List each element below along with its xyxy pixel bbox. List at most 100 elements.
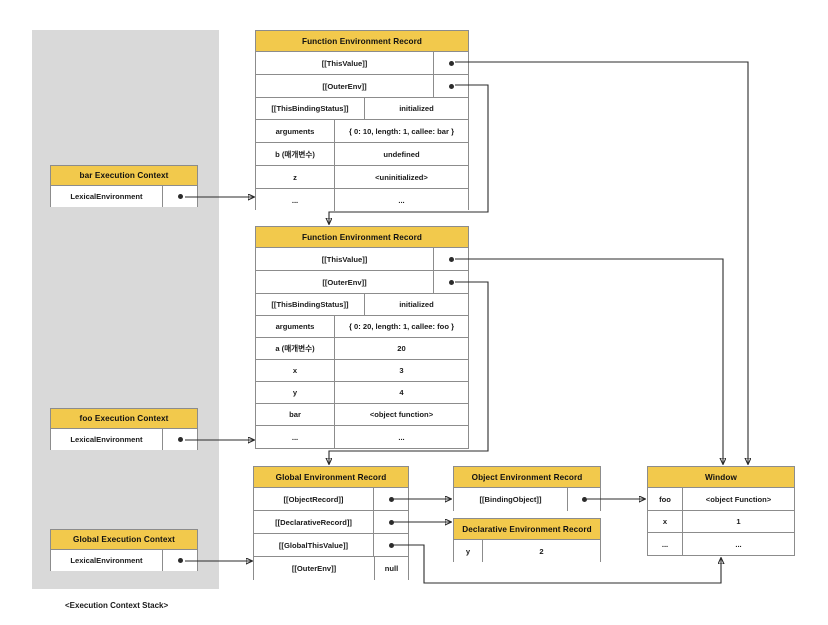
table-row: z <uninitialized> <box>256 166 468 189</box>
bar-row-key: z <box>293 172 297 182</box>
wire-bar-this-value-to-window <box>455 61 748 464</box>
foo-row-key: y <box>292 388 298 397</box>
bar-execution-context-title: bar Execution Context <box>51 166 197 186</box>
table-row: arguments { 0: 20, length: 1, callee: fo… <box>256 316 468 338</box>
table-row: LexicalEnvironment <box>51 429 197 450</box>
bar-this-value-label: [[ThisValue]] <box>321 58 368 68</box>
global-outer-env-label: [[OuterEnv]] <box>291 564 337 573</box>
global-this-value-pointer <box>373 534 408 556</box>
pointer-dot-icon <box>388 519 394 525</box>
foo-function-environment-record-box: Function Environment Record [[ThisValue]… <box>255 226 469 449</box>
table-row: [[OuterEnv]] <box>256 75 468 98</box>
foo-this-value-label: [[ThisValue]] <box>321 254 368 264</box>
bar-row-key: ... <box>291 195 299 205</box>
global-execution-context-box: Global Execution Context LexicalEnvironm… <box>50 529 198 571</box>
global-environment-record-box: Global Environment Record [[ObjectRecord… <box>253 466 409 580</box>
table-row: b (매개변수) undefined <box>256 143 468 166</box>
declarative-row-key: y <box>465 546 471 556</box>
bar-row-value: ... <box>334 189 468 211</box>
bar-row-value: { 0: 10, length: 1, callee: bar } <box>334 120 468 142</box>
table-row: [[ThisValue]] <box>256 248 468 271</box>
table-row: [[OuterEnv]] null <box>254 557 408 580</box>
pointer-dot-icon <box>448 279 454 285</box>
bar-row-key: b (매개변수) <box>275 149 315 159</box>
window-row-value: 1 <box>682 511 794 532</box>
foo-row-value: 20 <box>334 338 468 359</box>
pointer-dot-icon <box>388 496 394 502</box>
bar-row-value: initialized <box>364 98 468 119</box>
foo-row-value: initialized <box>364 294 468 315</box>
object-environment-record-title: Object Environment Record <box>454 467 600 488</box>
table-row: [[ThisBindingStatus]] initialized <box>256 98 468 120</box>
foo-row-value: 3 <box>334 360 468 381</box>
pointer-dot-icon <box>177 558 183 563</box>
foo-row-key: ... <box>291 432 299 442</box>
window-object-title: Window <box>648 467 794 488</box>
foo-row-value: 4 <box>334 382 468 403</box>
global-declarative-record-pointer <box>373 511 408 533</box>
window-row-key: foo <box>659 494 671 504</box>
foo-row-key: a (매개변수) <box>275 344 315 353</box>
foo-row-key: arguments <box>275 322 315 331</box>
pointer-dot-icon <box>448 60 454 66</box>
window-object-box: Window foo <object Function> x 1 ... ... <box>647 466 795 556</box>
window-row-key: ... <box>661 539 669 549</box>
wire-foo-this-value-to-window <box>455 258 723 464</box>
bar-execution-context-box: bar Execution Context LexicalEnvironment <box>50 165 198 207</box>
window-row-value: <object Function> <box>682 488 794 510</box>
pointer-dot-icon <box>448 256 454 262</box>
bar-row-value: undefined <box>334 143 468 165</box>
global-lexical-environment-pointer <box>162 550 197 571</box>
foo-execution-context-box: foo Execution Context LexicalEnvironment <box>50 408 198 450</box>
bar-row-value: <uninitialized> <box>334 166 468 188</box>
table-row: y 4 <box>256 382 468 404</box>
declarative-row-value: 2 <box>482 540 600 562</box>
foo-row-key: x <box>292 366 298 375</box>
table-row: x 1 <box>648 511 794 533</box>
global-object-record-label: [[ObjectRecord]] <box>283 494 344 504</box>
pointer-dot-icon <box>177 194 183 199</box>
table-row: arguments { 0: 10, length: 1, callee: ba… <box>256 120 468 143</box>
bar-function-environment-record-title: Function Environment Record <box>256 31 468 52</box>
bar-function-environment-record-box: Function Environment Record [[ThisValue]… <box>255 30 469 211</box>
foo-row-key: [[ThisBindingStatus]] <box>271 300 349 309</box>
table-row: [[DeclarativeRecord]] <box>254 511 408 534</box>
foo-lexical-environment-pointer <box>162 429 197 450</box>
table-row: ... ... <box>256 189 468 211</box>
binding-object-label: [[BindingObject]] <box>479 495 542 504</box>
table-row: [[BindingObject]] <box>454 488 600 511</box>
foo-this-value-pointer <box>433 248 468 270</box>
declarative-environment-record-title: Declarative Environment Record <box>454 519 600 540</box>
table-row: [[ThisBindingStatus]] initialized <box>256 294 468 316</box>
table-row: LexicalEnvironment <box>51 186 197 207</box>
foo-outer-env-pointer <box>433 271 468 293</box>
bar-lexical-environment-label: LexicalEnvironment <box>70 192 143 201</box>
bar-outer-env-pointer <box>433 75 468 97</box>
table-row: ... ... <box>256 426 468 448</box>
global-execution-context-title: Global Execution Context <box>51 530 197 550</box>
window-row-key: x <box>662 517 668 526</box>
execution-context-stack-caption: <Execution Context Stack> <box>65 601 169 610</box>
bar-outer-env-label: [[OuterEnv]] <box>322 81 367 91</box>
declarative-environment-record-box: Declarative Environment Record y 2 <box>453 518 601 562</box>
foo-row-key: bar <box>289 410 301 419</box>
binding-object-pointer <box>567 488 600 511</box>
bar-row-key: arguments <box>275 126 315 136</box>
window-row-value: ... <box>682 533 794 555</box>
table-row: LexicalEnvironment <box>51 550 197 571</box>
pointer-dot-icon <box>177 437 183 442</box>
table-row: x 3 <box>256 360 468 382</box>
pointer-dot-icon <box>448 83 454 89</box>
foo-row-value: ... <box>334 426 468 448</box>
object-environment-record-box: Object Environment Record [[BindingObjec… <box>453 466 601 511</box>
bar-row-key: [[ThisBindingStatus]] <box>271 104 349 113</box>
pointer-dot-icon <box>388 542 394 548</box>
foo-execution-context-title: foo Execution Context <box>51 409 197 429</box>
bar-this-value-pointer <box>433 52 468 74</box>
foo-lexical-environment-label: LexicalEnvironment <box>70 435 143 444</box>
foo-function-environment-record-title: Function Environment Record <box>256 227 468 248</box>
table-row: [[ObjectRecord]] <box>254 488 408 511</box>
global-declarative-record-label: [[DeclarativeRecord]] <box>275 517 352 527</box>
table-row: y 2 <box>454 540 600 562</box>
execution-context-stack-panel <box>32 30 219 589</box>
